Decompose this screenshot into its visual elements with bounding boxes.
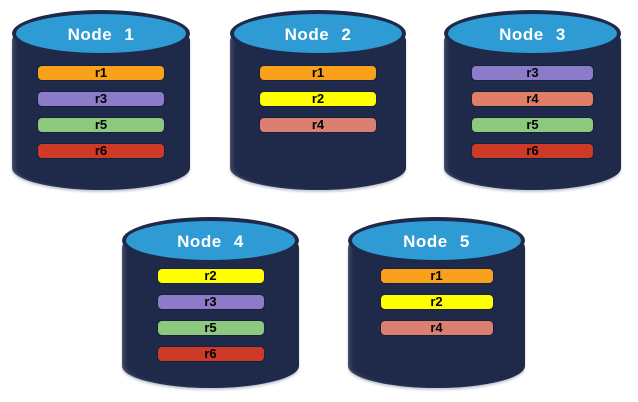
node-title: Node 5 [403, 231, 470, 251]
replica-bar: r4 [259, 117, 377, 133]
replica-bar: r1 [37, 65, 165, 81]
cylinder-top: Node 4 [122, 217, 299, 264]
cylinder-body [230, 33, 406, 190]
cylinder-body [12, 33, 190, 190]
cylinder-body [122, 240, 299, 388]
node-title: Node 3 [499, 24, 566, 44]
db-node-1: Node 1 r1 r3 r5 r6 [12, 10, 190, 190]
replica-bar: r1 [259, 65, 377, 81]
replica-bar: r1 [379, 268, 494, 284]
replica-bar: r3 [37, 91, 165, 107]
db-node-4: Node 4 r2 r3 r5 r6 [122, 217, 299, 388]
replica-bar: r6 [471, 143, 594, 159]
replica-bar: r5 [471, 117, 594, 133]
db-node-3: Node 3 r3 r4 r5 r6 [444, 10, 621, 190]
cylinder-top: Node 5 [348, 217, 525, 264]
replica-list: r1 r3 r5 r6 [12, 65, 190, 159]
replica-bar: r5 [156, 320, 265, 336]
db-node-5: Node 5 r1 r2 r4 [348, 217, 525, 388]
replica-bar: r4 [379, 320, 494, 336]
cylinder-top: Node 1 [12, 10, 190, 57]
replica-bar: r3 [471, 65, 594, 81]
replica-bar: r3 [156, 294, 265, 310]
cylinder-body [348, 240, 525, 388]
replica-list: r2 r3 r5 r6 [122, 268, 299, 362]
replica-list: r1 r2 r4 [348, 268, 525, 336]
node-title: Node 4 [177, 231, 244, 251]
replica-list: r1 r2 r4 [230, 65, 406, 133]
cylinder-top: Node 3 [444, 10, 621, 57]
replica-bar: r2 [259, 91, 377, 107]
cylinder-top: Node 2 [230, 10, 406, 57]
node-title: Node 1 [67, 24, 135, 44]
replica-bar: r6 [37, 143, 165, 159]
replica-bar: r2 [156, 268, 265, 284]
replica-bar: r2 [379, 294, 494, 310]
replica-bar: r4 [471, 91, 594, 107]
db-node-2: Node 2 r1 r2 r4 [230, 10, 406, 190]
replica-bar: r5 [37, 117, 165, 133]
replica-list: r3 r4 r5 r6 [444, 65, 621, 159]
cylinder-body [444, 33, 621, 190]
node-title: Node 2 [284, 24, 352, 44]
replica-bar: r6 [156, 346, 265, 362]
